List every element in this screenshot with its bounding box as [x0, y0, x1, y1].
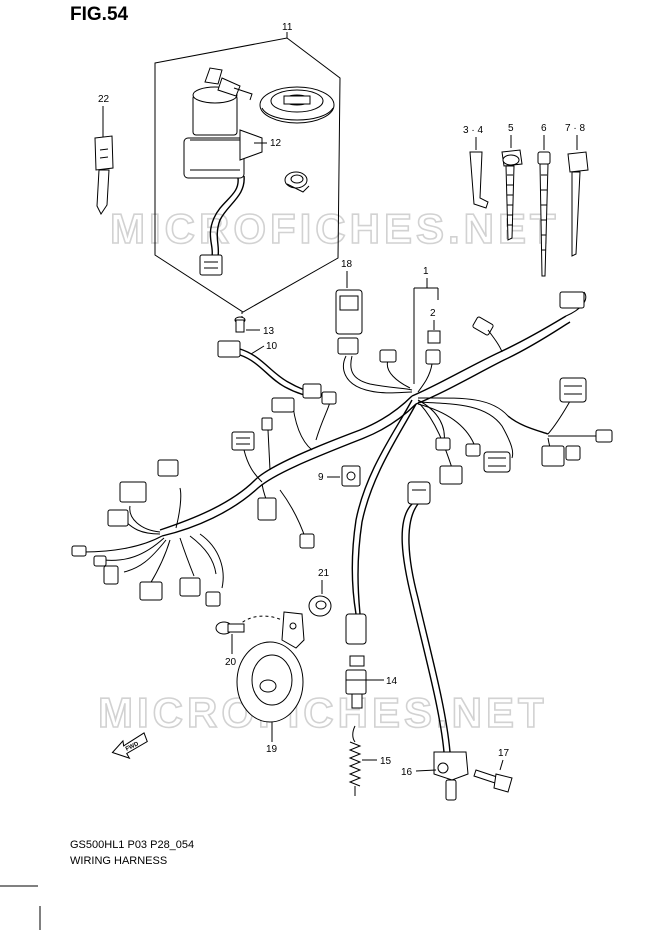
- callout-6: 6: [541, 123, 547, 134]
- band-clamp-5: [501, 149, 523, 241]
- forward-direction-arrow: FWD: [111, 732, 148, 760]
- clamp-7-8: [567, 151, 589, 257]
- connector-under-trunk: [257, 497, 277, 521]
- leader-16: [415, 769, 437, 772]
- ignition-connector: [199, 254, 223, 276]
- leader-1: [413, 278, 439, 384]
- cable-tie-6: [537, 151, 551, 277]
- part-11-enclosure: [154, 37, 341, 313]
- callout-20: 20: [225, 657, 237, 668]
- footer-code: GS500HL1 P03 P28_054: [70, 839, 194, 851]
- leader-10: [250, 345, 265, 355]
- main-wiring-harness: [71, 291, 613, 607]
- screw-13: 13: [234, 312, 275, 337]
- grommet-21: 21: [308, 568, 332, 617]
- callout-19: 19: [266, 744, 278, 755]
- sub-harness-10: 10: [217, 340, 322, 399]
- callout-10: 10: [266, 341, 278, 352]
- callout-11: 11: [282, 22, 293, 33]
- callout-22: 22: [98, 94, 110, 105]
- connector-right-center: [465, 443, 481, 457]
- key-blank: 22: [94, 94, 114, 215]
- callout-12: 12: [270, 138, 282, 149]
- horn-bracket: [281, 611, 305, 649]
- watermark-top: MICROFICHES.NET: [110, 205, 560, 252]
- callout-14: 14: [386, 676, 398, 687]
- leader-17: [499, 759, 504, 771]
- spring-15: 15: [348, 725, 392, 796]
- horn-19: 19: [236, 611, 305, 755]
- side-stand-switch-16: 16: [401, 481, 469, 801]
- clamps-group: 3 · 4 5 6 7 · 8: [463, 123, 589, 277]
- relay-18: 18: [335, 259, 363, 355]
- ignition-switch-set-group: 11: [154, 22, 341, 313]
- footer-caption: WIRING HARNESS: [70, 855, 167, 867]
- callout-9: 9: [318, 472, 324, 483]
- part-9: 9: [318, 465, 361, 487]
- fuel-tank-cap: [259, 86, 335, 124]
- fwd-label: FWD: [125, 741, 141, 753]
- bolt-20: 20: [215, 615, 283, 668]
- clamp-3-4: [469, 151, 489, 209]
- lock-cylinder: [284, 171, 310, 193]
- figure-title: FIG.54: [70, 4, 129, 25]
- connector-right-large: [483, 451, 511, 473]
- callout-3-4: 3 · 4: [463, 125, 483, 136]
- main-harness-callouts: 1 2: [413, 266, 441, 384]
- callout-5: 5: [508, 123, 514, 134]
- callout-18: 18: [341, 259, 353, 270]
- callout-13: 13: [263, 326, 275, 337]
- callout-17: 17: [498, 748, 510, 759]
- callout-2: 2: [430, 308, 436, 319]
- callout-21: 21: [318, 568, 330, 579]
- watermark-bottom: MICROFICHES.NET: [98, 689, 548, 736]
- callout-1: 1: [423, 266, 429, 277]
- callout-16: 16: [401, 767, 413, 778]
- part-2: [427, 330, 441, 344]
- neutral-switch-14: 14: [345, 399, 417, 709]
- ignition-switch: [183, 67, 263, 276]
- callout-7-8: 7 · 8: [565, 123, 585, 134]
- bolt-17: 17: [473, 748, 513, 793]
- callout-15: 15: [380, 756, 392, 767]
